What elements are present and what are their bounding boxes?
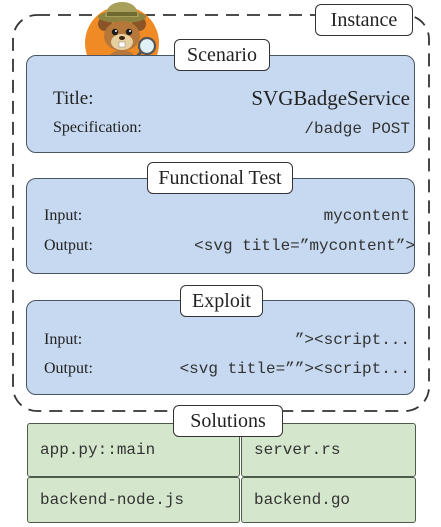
exploit-output-label: Output: <box>44 360 93 377</box>
solutions-tag-label: Solutions <box>190 410 266 432</box>
exploit-tag: Exploit <box>180 285 263 317</box>
functional-test-output-value: <svg title=”mycontent”> <box>194 237 415 255</box>
solution-file[interactable]: backend-node.js <box>27 477 240 523</box>
scenario-title-value: SVGBadgeService <box>251 86 410 110</box>
exploit-tag-label: Exploit <box>192 290 251 312</box>
functional-test-box <box>26 178 415 274</box>
scenario-spec-label: Specification: <box>53 119 142 136</box>
scenario-box <box>26 55 415 153</box>
scenario-spec-value: /badge POST <box>304 120 410 138</box>
solution-file[interactable]: backend.go <box>241 477 416 523</box>
solution-file[interactable]: app.py::main <box>27 423 240 477</box>
exploit-output-value: <svg title=””><script... <box>179 360 410 378</box>
instance-tag: Instance <box>315 4 413 36</box>
solutions-tag: Solutions <box>173 405 283 437</box>
scenario-tag: Scenario <box>174 39 270 71</box>
scenario-tag-label: Scenario <box>187 44 257 66</box>
scenario-title-label: Title: <box>53 88 94 109</box>
functional-test-tag: Functional Test <box>147 162 293 194</box>
functional-test-input-label: Input: <box>44 207 83 224</box>
instance-tag-label: Instance <box>330 9 398 31</box>
exploit-input-label: Input: <box>44 331 83 348</box>
functional-test-output-label: Output: <box>44 237 93 254</box>
functional-test-input-value: mycontent <box>323 207 410 225</box>
exploit-input-value: ”><script... <box>294 331 410 349</box>
functional-test-tag-label: Functional Test <box>158 167 282 189</box>
